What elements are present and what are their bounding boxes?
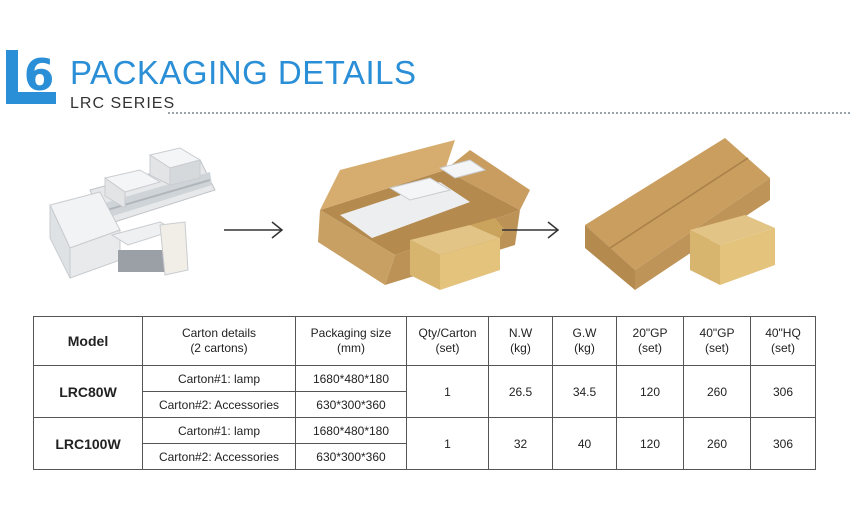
- header-40hq: 40"HQ(set): [750, 316, 816, 366]
- gp20-cell: 120: [616, 365, 684, 418]
- logo-glyph: 6: [24, 50, 55, 101]
- table-row: LRC100W Carton#1: lamp 1680*480*180 1 32…: [33, 417, 816, 470]
- gp40-cell: 260: [683, 417, 751, 470]
- packaging-spec-table: Model Carton details(2 cartons) Packagin…: [33, 316, 816, 470]
- arrow-right-icon: [224, 221, 284, 239]
- size1-cell: 1680*480*180: [295, 417, 407, 444]
- table-subrow: Carton#2: Accessories 630*300*360: [34, 391, 816, 418]
- page-title: PACKAGING DETAILS: [70, 54, 417, 91]
- gp20-cell: 120: [616, 417, 684, 470]
- table-row: LRC80W Carton#1: lamp 1680*480*180 1 26.…: [33, 365, 816, 418]
- header-packaging-size: Packaging size(mm): [295, 316, 407, 366]
- header-net-weight: N.W(kg): [488, 316, 553, 366]
- header-qty-carton: Qty/Carton(set): [406, 316, 489, 366]
- table-header-row: Model Carton details(2 cartons) Packagin…: [33, 316, 816, 366]
- carton1-cell: Carton#1: lamp: [142, 365, 296, 392]
- qty-cell: 1: [406, 417, 489, 470]
- header-gross-weight: G.W(kg): [552, 316, 617, 366]
- size2-cell: 630*300*360: [295, 443, 407, 470]
- carton1-cell: Carton#1: lamp: [142, 417, 296, 444]
- sealed-cartons-icon: [585, 138, 775, 290]
- carton2-cell: Carton#2: Accessories: [142, 443, 296, 470]
- model-cell: LRC100W: [33, 417, 143, 470]
- gp40-cell: 260: [683, 365, 751, 418]
- brand-logo-icon: 6: [6, 50, 56, 104]
- table-subrow: Carton#2: Accessories 630*300*360: [34, 443, 816, 470]
- gw-cell: 34.5: [552, 365, 617, 418]
- nw-cell: 32: [488, 417, 553, 470]
- dotted-divider: [168, 112, 850, 114]
- series-subtitle: LRC SERIES: [70, 95, 176, 112]
- qty-cell: 1: [406, 365, 489, 418]
- size1-cell: 1680*480*180: [295, 365, 407, 392]
- header-40gp: 40"GP(set): [683, 316, 751, 366]
- header-model: Model: [33, 316, 143, 366]
- open-carton-icon: [318, 140, 530, 290]
- hq40-cell: 306: [750, 365, 816, 418]
- arrow-right-icon: [502, 221, 560, 239]
- carton2-cell: Carton#2: Accessories: [142, 391, 296, 418]
- packaging-illustration: [49, 138, 775, 290]
- lamp-with-foam-icon: [49, 147, 216, 279]
- size2-cell: 630*300*360: [295, 391, 407, 418]
- hq40-cell: 306: [750, 417, 816, 470]
- gw-cell: 40: [552, 417, 617, 470]
- header-carton-details: Carton details(2 cartons): [142, 316, 296, 366]
- header-20gp: 20"GP(set): [616, 316, 684, 366]
- nw-cell: 26.5: [488, 365, 553, 418]
- model-cell: LRC80W: [33, 365, 143, 418]
